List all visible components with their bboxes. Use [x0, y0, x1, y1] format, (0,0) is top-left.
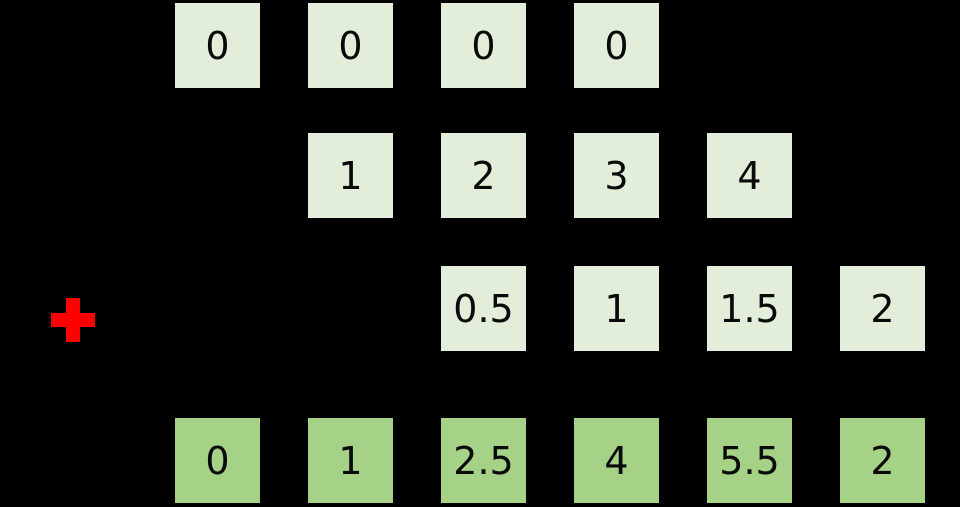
result-cell-col-0: 0 [175, 418, 260, 503]
addend-cell-r2-col-3: 3 [574, 133, 659, 218]
addend-cell-r1-col-3: 0 [574, 3, 659, 88]
addend-cell-r2-col-1: 1 [308, 133, 393, 218]
plus-sign-icon [51, 298, 95, 342]
addend-cell-r3-col-4: 1.5 [707, 266, 792, 351]
plus-sign-vertical-bar [66, 298, 80, 342]
result-cell-col-2: 2.5 [441, 418, 526, 503]
addend-cell-r3-col-2: 0.5 [441, 266, 526, 351]
addend-cell-r3-col-3: 1 [574, 266, 659, 351]
addend-cell-r1-col-1: 0 [308, 3, 393, 88]
addend-cell-r2-col-4: 4 [707, 133, 792, 218]
addend-cell-r1-col-0: 0 [175, 3, 260, 88]
result-cell-col-1: 1 [308, 418, 393, 503]
result-cell-col-3: 4 [574, 418, 659, 503]
result-cell-col-5: 2 [840, 418, 925, 503]
addend-cell-r1-col-2: 0 [441, 3, 526, 88]
result-cell-col-4: 5.5 [707, 418, 792, 503]
addend-cell-r2-col-2: 2 [441, 133, 526, 218]
addend-cell-r3-col-5: 2 [840, 266, 925, 351]
